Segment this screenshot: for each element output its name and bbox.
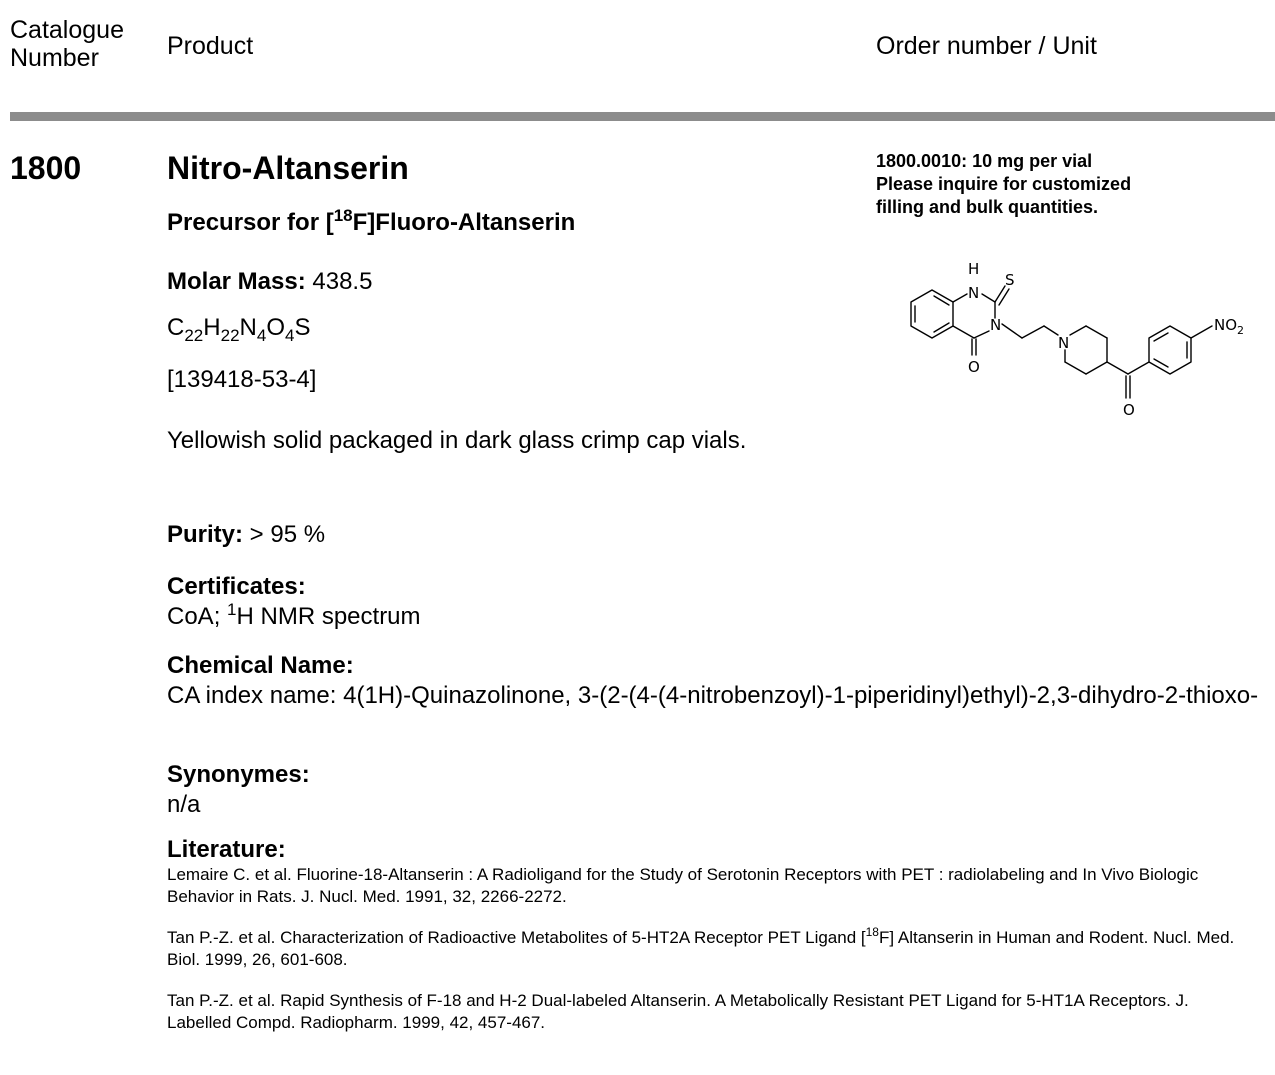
catalogue-number: 1800 <box>10 150 82 186</box>
atom-label-n3: N <box>990 316 1001 334</box>
header-divider <box>10 112 1275 121</box>
product-subtitle: Precursor for [18F]Fluoro-Altanserin <box>167 206 576 237</box>
order-line-2: Please inquire for customized <box>876 174 1132 194</box>
order-line-3: filling and bulk quantities. <box>876 197 1099 217</box>
atom-label-h: H <box>968 260 979 278</box>
chemical-name: Chemical Name: CA index name: 4(1H)-Quin… <box>167 651 1267 711</box>
literature-ref-1: Lemaire C. et al. Fluorine-18-Altanserin… <box>167 865 1199 906</box>
molecular-formula: C22H22N4O4S <box>167 313 311 345</box>
molar-mass: Molar Mass: 438.5 <box>167 267 372 297</box>
order-line-1: 1800.0010: 10 mg per vial <box>876 151 1093 171</box>
chemical-name-value: CA index name: 4(1H)-Quinazolinone, 3-(2… <box>167 682 1259 709</box>
synonymes: Synonymes: n/a <box>167 760 310 820</box>
header-catalogue-number: Catalogue Number <box>10 16 124 72</box>
purity-label: Purity: <box>167 521 244 548</box>
ref2-post: F] Altanserin in Human and Rodent. Nucl.… <box>167 928 1235 969</box>
atom-label-s: S <box>1005 271 1015 289</box>
subtitle-pre: Precursor for [ <box>167 209 334 236</box>
formula-el-2: N <box>239 314 257 341</box>
order-info: 1800.0010: 10 mg per vial Please inquire… <box>876 150 1266 219</box>
header-product: Product <box>167 32 254 60</box>
formula-sub-2: 4 <box>256 326 267 345</box>
formula-sub-1: 22 <box>220 326 240 345</box>
atom-label-n-piperidine: N <box>1058 334 1069 352</box>
formula-el-1: H <box>203 314 221 341</box>
cas-number: [139418-53-4] <box>167 366 317 393</box>
molar-mass-label: Molar Mass: <box>167 268 306 295</box>
product-title: Nitro-Altanserin <box>167 150 409 186</box>
header-catalogue-line2: Number <box>10 44 99 72</box>
ref2-pre: Tan P.-Z. et al. Characterization of Rad… <box>167 928 866 947</box>
formula-el-4: S <box>294 314 311 341</box>
subtitle-post: F]Fluoro-Altanserin <box>352 209 576 236</box>
cert-sup: 1 <box>227 600 237 619</box>
cert-pre: CoA; <box>167 603 228 630</box>
synonymes-value: n/a <box>167 791 201 818</box>
purity: Purity: > 95 % <box>167 520 325 550</box>
formula-el-3: O <box>266 314 286 341</box>
literature-label: Literature: <box>167 836 286 863</box>
certificates: Certificates: CoA; 1H NMR spectrum <box>167 572 421 632</box>
literature-ref-3: Tan P.-Z. et al. Rapid Synthesis of F-18… <box>167 991 1189 1032</box>
certificates-value: CoA; 1H NMR spectrum <box>167 600 421 632</box>
synonymes-label: Synonymes: <box>167 761 310 788</box>
cert-post: H NMR spectrum <box>236 603 421 630</box>
subtitle-sup: 18 <box>333 206 353 225</box>
no2-sub: 2 <box>1237 324 1244 337</box>
atom-label-no2: NO2 <box>1214 316 1244 337</box>
certificates-label: Certificates: <box>167 573 306 600</box>
atom-label-o1: O <box>968 358 980 376</box>
header-catalogue-line1: Catalogue <box>10 16 124 44</box>
product-description: Yellowish solid packaged in dark glass c… <box>167 427 747 454</box>
chemical-structure-image: H N S N O N O NO2 <box>910 260 1244 419</box>
purity-value: > 95 % <box>243 521 326 548</box>
formula-sub-0: 22 <box>184 326 204 345</box>
atom-label-o2: O <box>1123 401 1135 419</box>
chemical-name-label: Chemical Name: <box>167 652 354 679</box>
molar-mass-value: 438.5 <box>305 268 373 295</box>
header-order-number: Order number / Unit <box>876 32 1097 60</box>
ref2-sup: 18 <box>865 925 879 939</box>
atom-label-n1: N <box>968 284 979 302</box>
literature-ref-2: Tan P.-Z. et al. Characterization of Rad… <box>167 925 1257 971</box>
formula-el-0: C <box>167 314 185 341</box>
formula-sub-3: 4 <box>285 326 295 345</box>
no2-pre: NO <box>1214 316 1237 334</box>
